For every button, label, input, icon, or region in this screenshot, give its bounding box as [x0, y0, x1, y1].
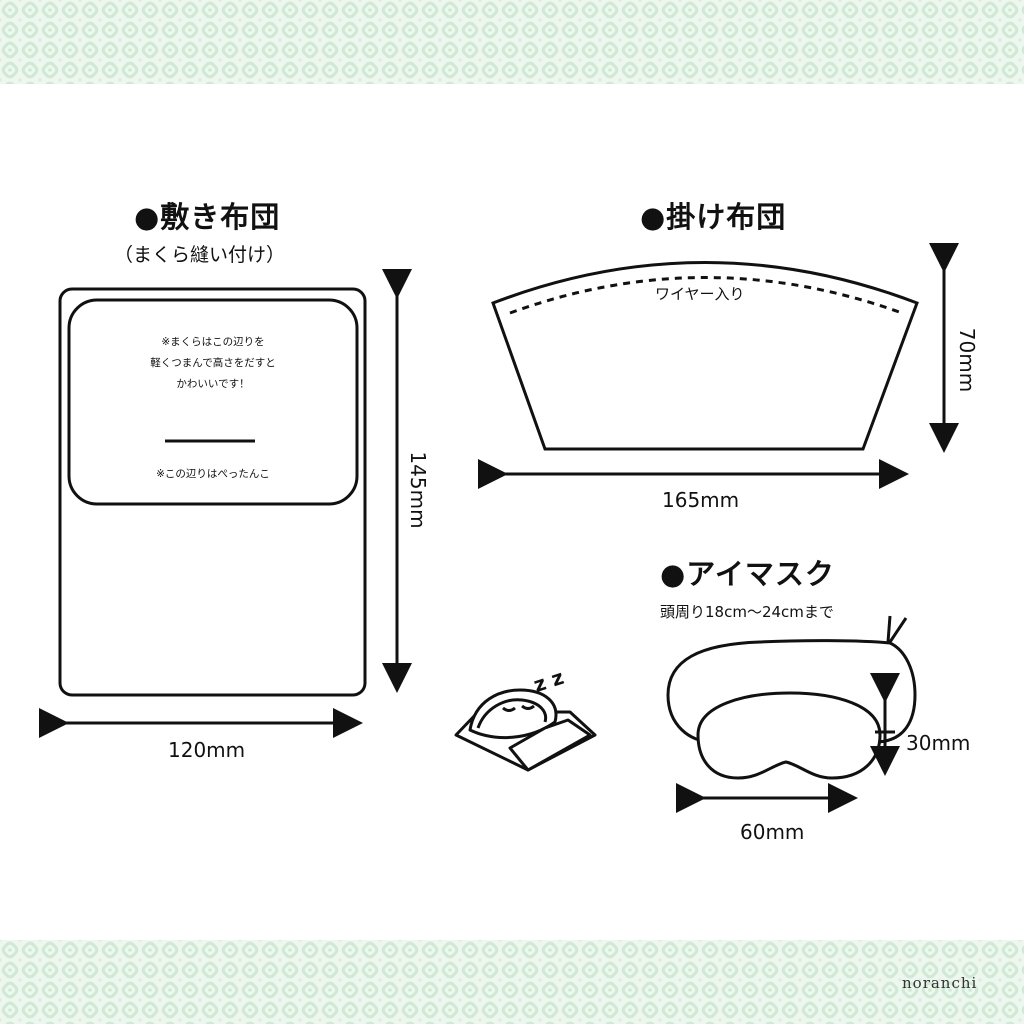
futon-subtitle: （まくら縫い付け） — [114, 244, 286, 266]
blanket-outline — [491, 261, 919, 451]
eyemask-height-label: 30mm — [906, 731, 971, 755]
flat-note: ※この辺りはぺったんこ — [156, 468, 270, 480]
sleeping-icon — [454, 688, 597, 772]
eyemask-title: ●アイマスク — [660, 557, 835, 591]
sleep-z-letters: z z — [530, 665, 566, 697]
wire-note: ワイヤー入り — [655, 285, 745, 303]
pattern-band-top — [0, 0, 1024, 84]
blanket-width-label: 165mm — [662, 488, 740, 512]
blanket-title: ●掛け布団 — [640, 200, 787, 234]
eyemask-main — [696, 691, 882, 780]
futon-title: ●敷き布団 — [134, 200, 281, 234]
pillow-note-line-2: 軽くつまんで高さをだすと — [150, 357, 276, 369]
pillow-note-line-1: ※まくらはこの辺りを — [161, 336, 265, 348]
pattern-band-bottom — [0, 940, 1024, 1024]
blanket-drawing — [491, 261, 919, 451]
pillow-outline — [67, 298, 359, 506]
pillow-note-line-3: かわいいです！ — [176, 378, 250, 390]
futon-height-label: 145mm — [406, 451, 430, 529]
credit-text: noranchi — [902, 974, 978, 992]
futon-drawing — [58, 287, 367, 697]
blanket-height-label: 70mm — [955, 327, 979, 393]
wire-dashed-line — [509, 276, 903, 315]
pillow-note: ※まくらはこの辺りを 軽くつまんで高さをだすと かわいいです！ — [118, 332, 308, 395]
eyemask-drawing — [666, 615, 917, 780]
eyemask-strap-ends — [886, 615, 908, 643]
futon-width-label: 120mm — [168, 738, 246, 762]
eyemask-width-label: 60mm — [740, 820, 805, 844]
eyemask-head-note: 頭周り18cm～24cmまで — [660, 603, 834, 621]
